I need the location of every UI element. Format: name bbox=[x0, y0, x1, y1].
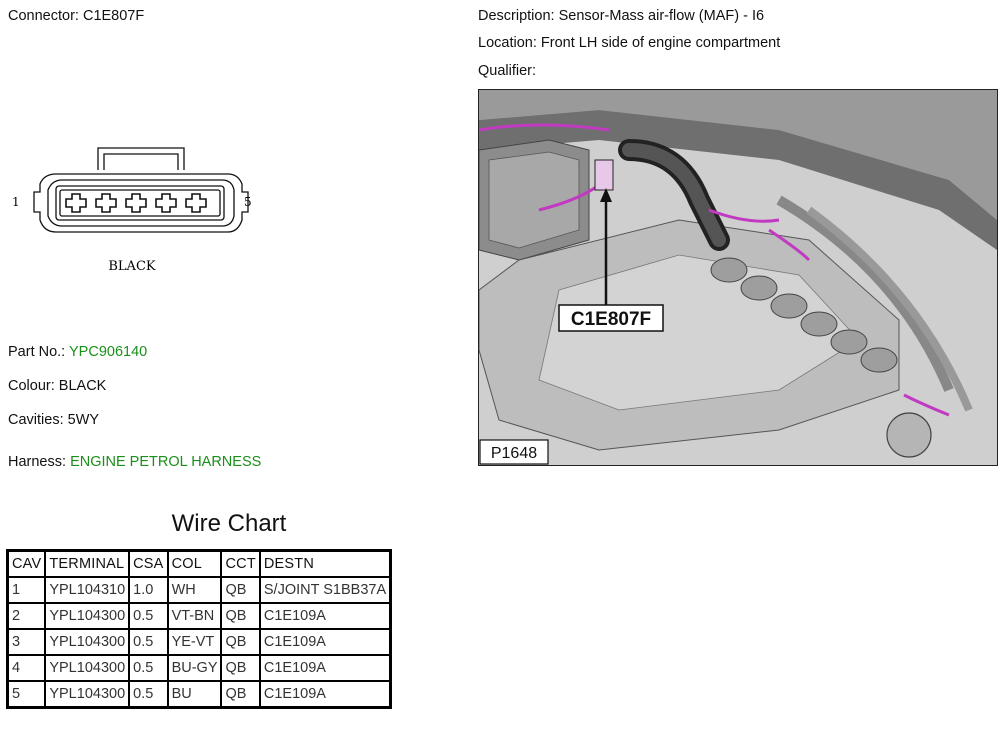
wire-chart-title: Wire Chart bbox=[171, 510, 287, 537]
column-header-cav: CAV bbox=[6, 549, 47, 578]
cell-csa: 0.5 bbox=[128, 654, 169, 682]
cell-cav: 5 bbox=[6, 680, 47, 709]
cell-cav: 2 bbox=[6, 602, 47, 630]
cell-col: BU bbox=[166, 680, 223, 709]
cell-cct: QB bbox=[220, 680, 261, 709]
qualifier-row: Qualifier: bbox=[478, 63, 536, 79]
colour-label: Colour: bbox=[8, 378, 55, 394]
table-row: 4 YPL104300 0.5 BU-GY QB C1E109A bbox=[6, 654, 392, 682]
cell-destn: C1E109A bbox=[258, 680, 392, 709]
cell-cct: QB bbox=[220, 602, 261, 630]
cell-terminal: YPL104300 bbox=[44, 628, 131, 656]
location-row: Location: Front LH side of engine compar… bbox=[478, 35, 780, 51]
cell-col: BU-GY bbox=[166, 654, 223, 682]
location-value: Front LH side of engine compartment bbox=[540, 35, 781, 51]
cell-cav: 3 bbox=[6, 628, 47, 656]
connector-id: C1E807F bbox=[82, 8, 145, 24]
connector-face-diagram: 1 5 BLACK bbox=[12, 147, 252, 274]
cell-csa: 0.5 bbox=[128, 602, 169, 630]
cell-col: YE-VT bbox=[166, 628, 223, 656]
cell-destn: S/JOINT S1BB37A bbox=[258, 576, 392, 604]
cell-cav: 4 bbox=[6, 654, 47, 682]
cell-cct: QB bbox=[220, 576, 261, 604]
part-number-label: Part No.: bbox=[8, 344, 66, 360]
wire-chart-header-row: CAV TERMINAL CSA COL CCT DESTN bbox=[6, 549, 392, 578]
cell-terminal: YPL104300 bbox=[44, 654, 131, 682]
column-header-destn: DESTN bbox=[258, 549, 392, 578]
cell-csa: 1.0 bbox=[128, 576, 169, 604]
photo-callout-label: C1E807F bbox=[571, 309, 651, 330]
cell-cct: QB bbox=[220, 654, 261, 682]
cavities-value: 5WY bbox=[67, 412, 100, 428]
connector-colour-caption: BLACK bbox=[108, 259, 156, 274]
wire-chart-table: CAV TERMINAL CSA COL CCT DESTN 1 YPL1043… bbox=[6, 549, 393, 709]
column-header-csa: CSA bbox=[128, 549, 169, 578]
pin-first-label: 1 bbox=[12, 195, 20, 209]
cell-col: WH bbox=[166, 576, 223, 604]
column-header-terminal: TERMINAL bbox=[44, 549, 131, 578]
cell-cav: 1 bbox=[6, 576, 47, 604]
description-row: Description: Sensor-Mass air-flow (MAF) … bbox=[478, 8, 764, 24]
harness-row: Harness: ENGINE PETROL HARNESS bbox=[8, 454, 261, 470]
qualifier-label: Qualifier: bbox=[478, 63, 537, 79]
cell-terminal: YPL104300 bbox=[44, 680, 131, 709]
cell-terminal: YPL104310 bbox=[44, 576, 131, 604]
cavities-label: Cavities: bbox=[8, 412, 64, 428]
photo-reference-tag: P1648 bbox=[491, 445, 537, 462]
description-value: Sensor-Mass air-flow (MAF) - I6 bbox=[558, 8, 765, 24]
connector-label: Connector: bbox=[8, 8, 79, 24]
cell-destn: C1E109A bbox=[258, 654, 392, 682]
engine-bay-illustration: C1E807F P1648 bbox=[479, 90, 997, 465]
cell-csa: 0.5 bbox=[128, 680, 169, 709]
cavities-row: Cavities: 5WY bbox=[8, 412, 99, 428]
table-row: 5 YPL104300 0.5 BU QB C1E109A bbox=[6, 680, 392, 709]
cell-col: VT-BN bbox=[166, 602, 223, 630]
part-number-row: Part No.: YPC906140 bbox=[8, 344, 147, 360]
location-photo: C1E807F P1648 bbox=[478, 89, 998, 466]
location-label: Location: bbox=[478, 35, 537, 51]
column-header-col: COL bbox=[166, 549, 223, 578]
pin-last-label: 5 bbox=[244, 195, 252, 209]
column-header-cct: CCT bbox=[220, 549, 261, 578]
part-number-link[interactable]: YPC906140 bbox=[69, 344, 148, 360]
table-row: 1 YPL104310 1.0 WH QB S/JOINT S1BB37A bbox=[6, 576, 392, 604]
harness-label: Harness: bbox=[8, 454, 67, 470]
cell-csa: 0.5 bbox=[128, 628, 169, 656]
table-row: 3 YPL104300 0.5 YE-VT QB C1E109A bbox=[6, 628, 392, 656]
connector-heading: Connector: C1E807F bbox=[8, 8, 144, 24]
table-row: 2 YPL104300 0.5 VT-BN QB C1E109A bbox=[6, 602, 392, 630]
cell-cct: QB bbox=[220, 628, 261, 656]
colour-value: BLACK bbox=[58, 378, 107, 394]
harness-link[interactable]: ENGINE PETROL HARNESS bbox=[70, 454, 262, 470]
colour-row: Colour: BLACK bbox=[8, 378, 106, 394]
cell-destn: C1E109A bbox=[258, 602, 392, 630]
description-label: Description: bbox=[478, 8, 555, 24]
cell-destn: C1E109A bbox=[258, 628, 392, 656]
cell-terminal: YPL104300 bbox=[44, 602, 131, 630]
